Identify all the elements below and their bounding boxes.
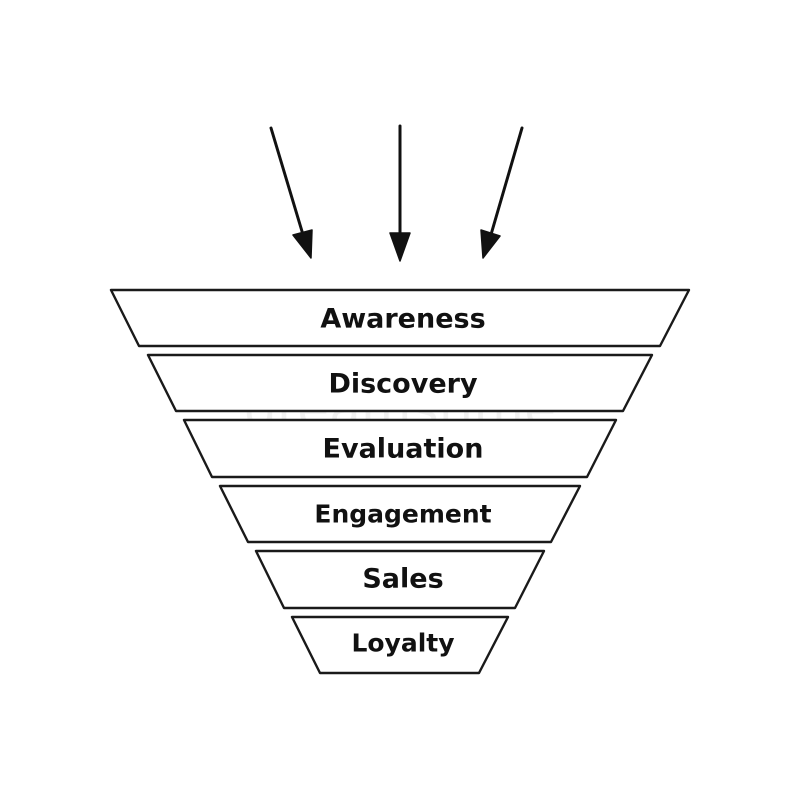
arrow-down-icon xyxy=(480,126,524,259)
arrow-down-icon xyxy=(269,126,313,259)
arrow-down-icon xyxy=(389,124,411,262)
funnel-stage-sales: Sales xyxy=(254,549,546,610)
funnel-stages: Awareness Discovery Evaluation Engagemen… xyxy=(109,288,691,675)
stage-label: Awareness xyxy=(320,304,485,335)
stage-label: Engagement xyxy=(314,500,491,529)
funnel-stage-loyalty: Loyalty xyxy=(290,615,510,675)
stage-label: Sales xyxy=(362,564,443,595)
funnel-stage-discovery: Discovery xyxy=(146,353,654,413)
funnel-stage-engagement: Engagement xyxy=(218,484,582,544)
stage-label: Discovery xyxy=(328,369,478,400)
incoming-arrows xyxy=(269,124,524,262)
funnel-stage-awareness: Awareness xyxy=(109,288,691,348)
stage-label: Evaluation xyxy=(323,434,484,465)
funnel-stage-evaluation: Evaluation xyxy=(182,418,618,479)
stage-label: Loyalty xyxy=(351,629,454,658)
